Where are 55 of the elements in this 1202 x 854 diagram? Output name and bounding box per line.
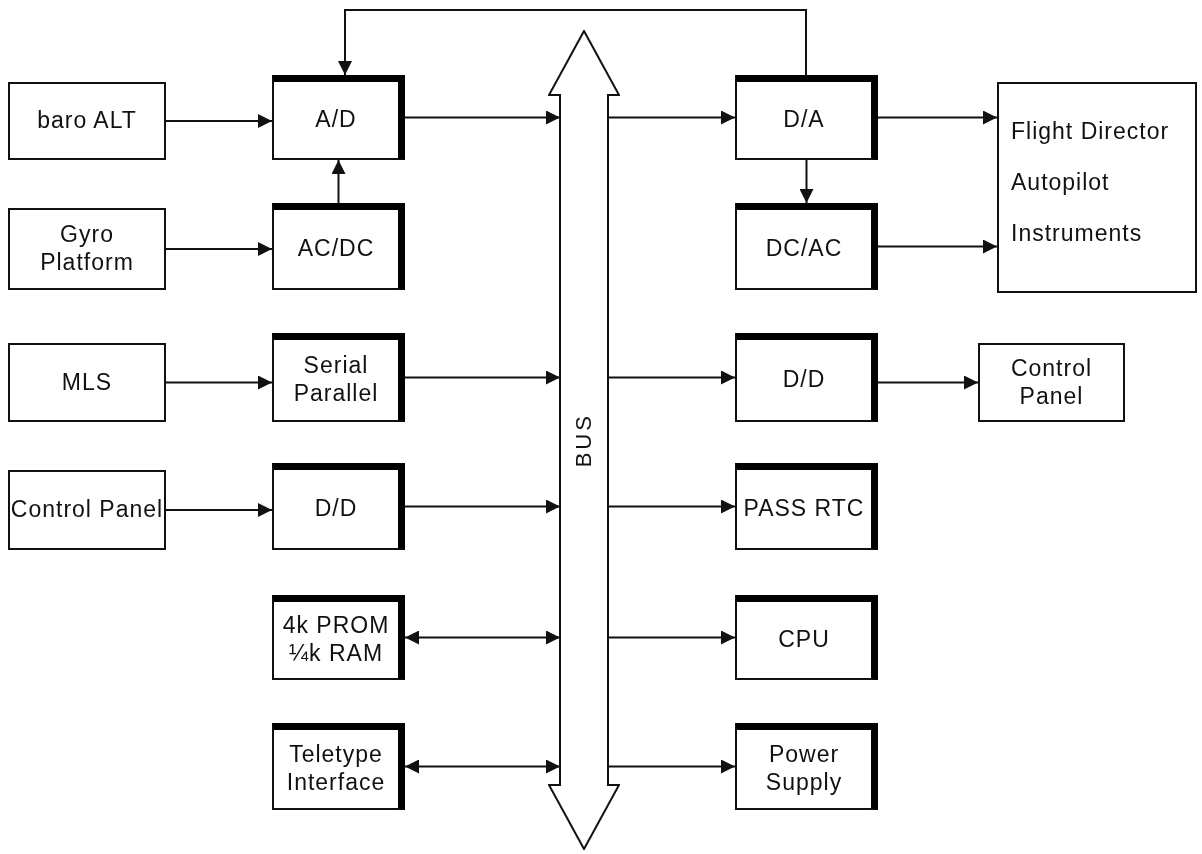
node-label: D/D (314, 495, 358, 523)
module-box (272, 723, 405, 810)
node-label: D/D (782, 366, 826, 394)
arrow (404, 110, 561, 125)
module-box (272, 333, 405, 422)
node-label: Control Panel (10, 496, 164, 524)
node-label: Serial Parallel (292, 352, 380, 408)
node-label: CPU (778, 626, 830, 654)
module-box (735, 595, 878, 680)
module-box (735, 333, 878, 422)
module-box (272, 463, 405, 550)
node-label: A/D (315, 106, 357, 134)
module-box (272, 75, 405, 160)
arrow (404, 759, 561, 774)
arrow (165, 114, 273, 128)
module-box (272, 203, 405, 290)
node-label: Gyro Platform (39, 221, 135, 277)
arrow (338, 9, 807, 76)
node-label: Autopilot (1011, 168, 1110, 197)
node-label: DC/AC (765, 235, 843, 263)
arrow (877, 239, 998, 254)
arrow (165, 242, 273, 256)
device-box (997, 82, 1197, 293)
arrow (799, 159, 814, 204)
node-label: PASS RTC (743, 495, 865, 523)
node-label: D/A (783, 106, 825, 134)
arrow (165, 375, 273, 390)
module-box (735, 463, 878, 550)
module-box (272, 595, 405, 680)
node-label: Power Supply (764, 741, 844, 797)
node-label: baro ALT (37, 107, 137, 135)
module-box (735, 75, 878, 160)
node-label: Flight Director (1011, 117, 1170, 146)
node-label: AC/DC (297, 235, 375, 263)
arrow (877, 110, 998, 125)
device-box (8, 82, 166, 160)
arrow (331, 159, 346, 204)
module-box (735, 203, 878, 290)
bus-label: BUS (570, 412, 597, 468)
arrow (404, 630, 561, 645)
device-box (8, 208, 166, 290)
node-label: 4k PROM ¼k RAM (281, 612, 391, 668)
bus-double-arrow (548, 30, 620, 850)
arrow (404, 499, 561, 514)
arrow (165, 503, 273, 517)
device-box (978, 343, 1125, 422)
device-box (8, 470, 166, 550)
device-box (8, 343, 166, 422)
node-label: Control Panel (1009, 354, 1094, 411)
node-label: Instruments (1011, 219, 1143, 248)
module-box (735, 723, 878, 810)
node-label: MLS (61, 368, 113, 397)
node-label: Teletype Interface (285, 741, 387, 797)
arrow (404, 370, 561, 385)
arrow (877, 375, 979, 390)
